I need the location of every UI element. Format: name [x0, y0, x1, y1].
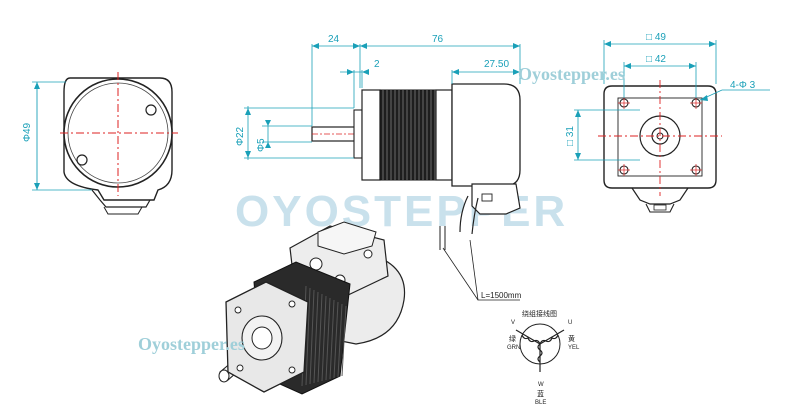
watermark-bottom-left: Oyostepper.es — [138, 334, 245, 354]
rear-view: □ 49 □ 42 4-Φ 3 □ 31 — [565, 32, 770, 213]
hole-spacing-label: □ 42 — [646, 54, 666, 65]
wire-w-color-cn: 蓝 — [537, 389, 544, 398]
wire-u-color-cn: 黄 — [568, 334, 575, 343]
hole-callout-label: 4-Φ 3 — [730, 80, 756, 91]
rib-line — [337, 303, 343, 378]
encoder-length-label: 27.50 — [484, 59, 509, 70]
wire-w-color-en: BLE — [535, 400, 546, 406]
rib-line — [305, 287, 311, 386]
wire-u-label: U — [568, 320, 572, 326]
shaft-length-label: 24 — [328, 34, 340, 45]
rib-line — [341, 305, 347, 377]
rib-line — [325, 297, 331, 381]
wire-w-label: W — [538, 382, 544, 388]
flange-thickness-label: 2 — [374, 59, 380, 70]
wiring-title: 绕组接线图 — [522, 309, 557, 318]
shaft-dia-label: Φ5 — [256, 138, 267, 152]
front-view: Φ49 — [22, 72, 178, 215]
rib-line — [329, 299, 335, 380]
side-view: L=1500mm 24 76 2 27.50 — [235, 34, 522, 301]
rib-line — [333, 301, 339, 379]
total-length-label: 76 — [432, 34, 444, 45]
cable-length-label: L=1500mm — [481, 291, 522, 300]
wire-u-color-en: YEL — [568, 345, 580, 351]
stator-stack — [379, 89, 437, 181]
pilot-square-label: □ 31 — [565, 126, 576, 146]
rib-line — [321, 295, 327, 382]
wiring-diagram: 绕组接线图 V 绿 GRN U 黄 YEL W 蓝 BLE — [507, 309, 580, 406]
watermark-top-right: Oyostepper.es — [518, 64, 625, 84]
front-dia-label: Φ49 — [22, 122, 33, 142]
outer-square-label: □ 49 — [646, 32, 666, 43]
rib-line — [309, 289, 315, 385]
wire-v-label: V — [511, 320, 515, 326]
motor-3d-render — [218, 221, 406, 395]
rib-line — [317, 293, 323, 383]
rib-line — [313, 291, 319, 384]
stack-body — [379, 89, 437, 181]
body-dia-label: Φ22 — [235, 126, 246, 146]
wire-v-color-cn: 绿 — [509, 334, 516, 343]
wire-v-color-en: GRN — [507, 345, 520, 351]
